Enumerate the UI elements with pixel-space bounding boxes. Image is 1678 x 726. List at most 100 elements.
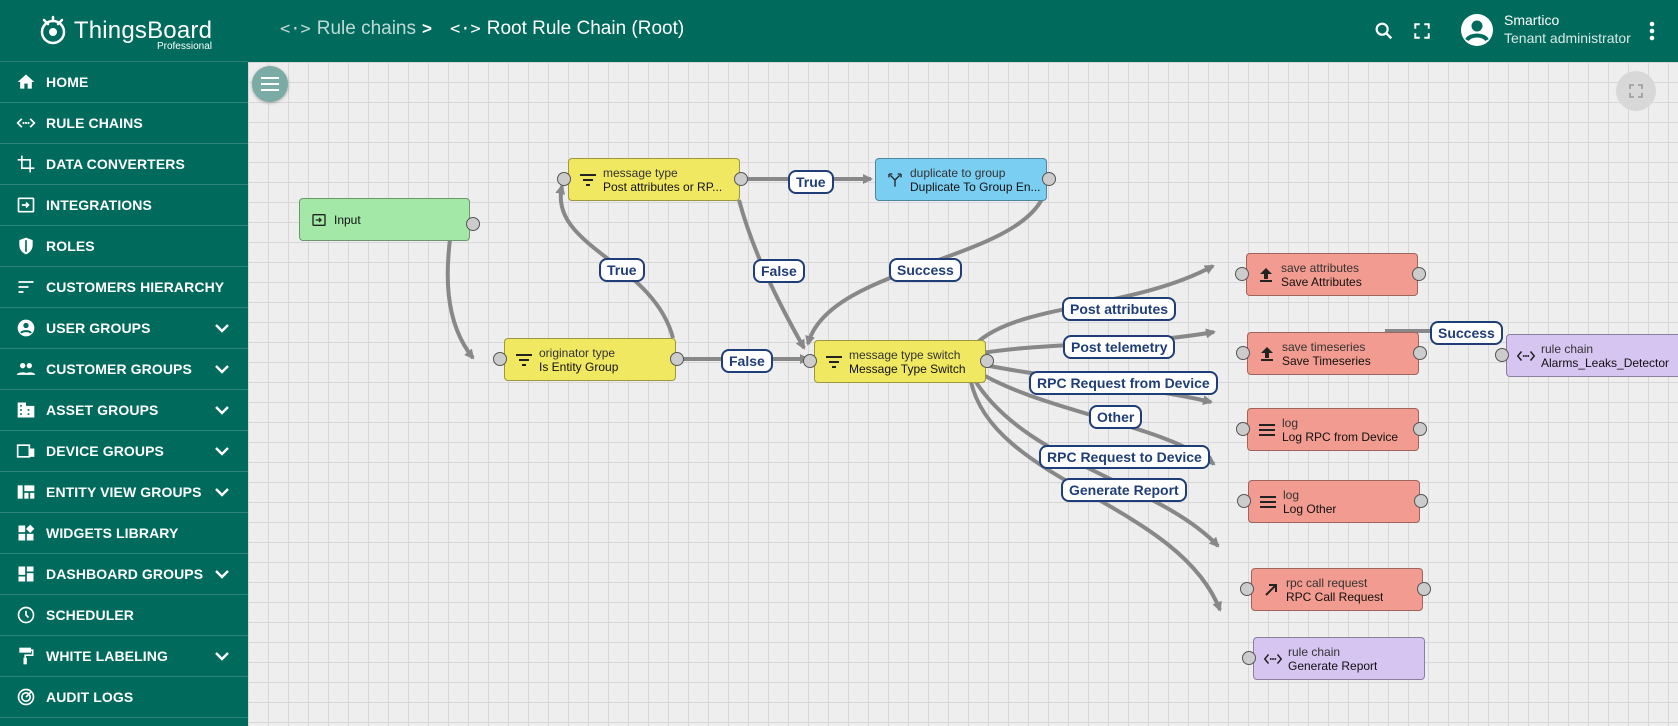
chevron-down-icon[interactable] xyxy=(210,316,234,340)
sidebar-item-white-labeling[interactable]: WHITE LABELING xyxy=(0,636,248,677)
rule-chain-icon xyxy=(14,111,38,135)
node-type: rule chain xyxy=(1541,341,1594,356)
input-port[interactable] xyxy=(803,354,817,368)
node-type: rule chain xyxy=(1288,644,1341,659)
rule-chain-canvas[interactable]: Input originator type Is Entity Group me… xyxy=(248,62,1678,726)
sidebar-item-asset-groups[interactable]: ASSET GROUPS xyxy=(0,390,248,431)
top-bar: <·> Rule chains > <·> Root Rule Chain (R… xyxy=(248,0,1678,62)
sidebar-item-label: ASSET GROUPS xyxy=(46,402,159,418)
fullscreen-button[interactable] xyxy=(1408,17,1436,45)
chevron-down-icon[interactable] xyxy=(210,357,234,381)
sidebar-item-device-groups[interactable]: DEVICE GROUPS xyxy=(0,431,248,472)
breadcrumb-separator: > xyxy=(422,19,432,38)
edge-originator-message-type xyxy=(555,184,675,339)
sidebar-item-roles[interactable]: ROLES xyxy=(0,226,248,267)
node-save-attributes[interactable]: save attributes Save Attributes xyxy=(1246,253,1418,296)
crop-icon xyxy=(14,152,38,176)
output-port[interactable] xyxy=(670,352,684,366)
logo[interactable]: ThingsBoard Professional xyxy=(0,0,248,62)
node-input[interactable]: Input xyxy=(299,198,470,241)
logo-subtitle: Professional xyxy=(156,41,212,52)
sidebar-item-data-converters[interactable]: DATA CONVERTERS xyxy=(0,144,248,185)
edge-label-post-attributes[interactable]: Post attributes xyxy=(1062,297,1177,321)
input-port[interactable] xyxy=(1236,422,1250,436)
output-port[interactable] xyxy=(1414,494,1428,508)
avatar[interactable] xyxy=(1460,13,1494,47)
sidebar-item-customers-hierarchy[interactable]: CUSTOMERS HIERARCHY xyxy=(0,267,248,308)
edge-label-rpc-request-to-device[interactable]: RPC Request to Device xyxy=(1039,445,1210,469)
input-port[interactable] xyxy=(1236,346,1250,360)
output-port[interactable] xyxy=(734,172,748,186)
track-changes-icon xyxy=(14,685,38,709)
node-alarms-leaks-detector[interactable]: rule chain Alarms_Leaks_Detector xyxy=(1506,334,1678,377)
sidebar-item-label: ROLES xyxy=(46,238,95,254)
sidebar-item-home[interactable]: HOME xyxy=(0,62,248,103)
input-port[interactable] xyxy=(1237,494,1251,508)
user-role: Tenant administrator xyxy=(1504,30,1631,46)
edge-label-true[interactable]: True xyxy=(599,258,645,282)
chevron-down-icon[interactable] xyxy=(210,480,234,504)
output-port[interactable] xyxy=(980,354,994,368)
domain-icon xyxy=(14,398,38,422)
node-originator-type[interactable]: originator type Is Entity Group xyxy=(504,338,676,381)
sidebar-item-customer-groups[interactable]: CUSTOMER GROUPS xyxy=(0,349,248,390)
sidebar: ThingsBoard Professional HOME RULE CHAIN… xyxy=(0,0,248,726)
edge-label-post-telemetry[interactable]: Post telemetry xyxy=(1063,335,1176,359)
chevron-down-icon[interactable] xyxy=(210,644,234,668)
sidebar-item-label: SCHEDULER xyxy=(46,607,135,623)
edge-label-generate-report[interactable]: Generate Report xyxy=(1061,478,1187,502)
output-port[interactable] xyxy=(1417,582,1431,596)
input-port[interactable] xyxy=(1242,651,1256,665)
canvas-fullscreen-button[interactable] xyxy=(1616,71,1656,111)
filter-icon xyxy=(823,355,845,368)
chevron-down-icon[interactable] xyxy=(210,439,234,463)
node-message-type[interactable]: message type Post attributes or RP... xyxy=(568,158,740,201)
node-generate-report[interactable]: rule chain Generate Report xyxy=(1253,637,1425,680)
sidebar-item-label: CUSTOMER GROUPS xyxy=(46,361,192,377)
output-port[interactable] xyxy=(466,217,480,231)
output-port[interactable] xyxy=(1413,346,1427,360)
node-duplicate-to-group[interactable]: duplicate to group Duplicate To Group En… xyxy=(875,158,1047,201)
input-port[interactable] xyxy=(1240,582,1254,596)
call-split-icon xyxy=(884,172,906,188)
node-message-type-switch[interactable]: message type switch Message Type Switch xyxy=(814,340,986,383)
node-type: save timeseries xyxy=(1282,339,1366,354)
input-port[interactable] xyxy=(1235,267,1249,281)
node-save-timeseries[interactable]: save timeseries Save Timeseries xyxy=(1247,332,1419,375)
sidebar-item-dashboard-groups[interactable]: DASHBOARD GROUPS xyxy=(0,554,248,595)
chevron-down-icon[interactable] xyxy=(210,398,234,422)
edge-label-success[interactable]: Success xyxy=(1430,321,1503,345)
search-button[interactable] xyxy=(1370,17,1398,45)
node-name: Post attributes or RP... xyxy=(603,179,723,194)
output-port[interactable] xyxy=(1413,422,1427,436)
widgets-icon xyxy=(14,521,38,545)
edge-label-rpc-request-from-device[interactable]: RPC Request from Device xyxy=(1029,371,1218,395)
edge-label-true[interactable]: True xyxy=(788,170,834,194)
edge-label-false[interactable]: False xyxy=(721,349,773,373)
edge-label-success[interactable]: Success xyxy=(889,258,962,282)
people-icon xyxy=(14,357,38,381)
input-port[interactable] xyxy=(493,352,507,366)
node-rpc-call-request[interactable]: rpc call request RPC Call Request xyxy=(1251,568,1423,611)
sidebar-item-entity-view-groups[interactable]: ENTITY VIEW GROUPS xyxy=(0,472,248,513)
sidebar-item-widgets-library[interactable]: WIDGETS LIBRARY xyxy=(0,513,248,554)
sidebar-item-scheduler[interactable]: SCHEDULER xyxy=(0,595,248,636)
chevron-down-icon[interactable] xyxy=(210,562,234,586)
rule-chain-icon: <·> xyxy=(280,19,311,39)
sidebar-item-rule-chains[interactable]: RULE CHAINS xyxy=(0,103,248,144)
sidebar-item-integrations[interactable]: INTEGRATIONS xyxy=(0,185,248,226)
sidebar-item-user-groups[interactable]: USER GROUPS xyxy=(0,308,248,349)
node-log-other[interactable]: log Log Other xyxy=(1248,480,1420,523)
input-port[interactable] xyxy=(1495,348,1509,362)
node-type: log xyxy=(1283,487,1300,502)
output-port[interactable] xyxy=(1412,267,1426,281)
more-menu-button[interactable] xyxy=(1638,17,1666,45)
edge-label-other[interactable]: Other xyxy=(1089,405,1143,429)
output-port[interactable] xyxy=(1042,172,1056,186)
input-port[interactable] xyxy=(557,172,571,186)
breadcrumb-rule-chains[interactable]: <·> Rule chains xyxy=(280,18,416,40)
canvas-menu-button[interactable] xyxy=(252,66,288,102)
sidebar-item-audit-logs[interactable]: AUDIT LOGS xyxy=(0,677,248,718)
edge-label-false[interactable]: False xyxy=(753,259,805,283)
node-log-rpc-from-device[interactable]: log Log RPC from Device xyxy=(1247,408,1419,451)
